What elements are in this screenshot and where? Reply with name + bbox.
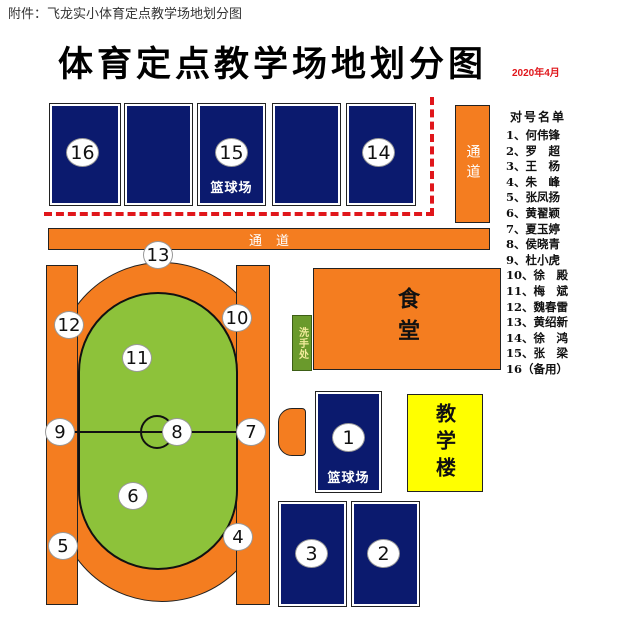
basketball-court-unnumbered-b xyxy=(273,104,340,205)
roster-item: 3、王 杨 xyxy=(506,159,561,174)
roster-list: 1、何伟锋 2、罗 超 3、王 杨 4、朱 峰 5、张凤扬 6、黄翟颖 7、夏玉… xyxy=(506,128,616,378)
spot-badge-7: 7 xyxy=(236,418,266,446)
court-1-label: 篮球场 xyxy=(327,471,370,486)
roster-item: 9、杜小虎 xyxy=(506,252,561,267)
spot-badge-2: 2 xyxy=(367,539,400,568)
roster-item: 7、夏玉婷 xyxy=(506,221,561,236)
roster-item: 4、朱 峰 xyxy=(506,174,561,189)
teaching-building-label: 教学楼 xyxy=(432,402,457,484)
roster-item: 10、徐 殿 xyxy=(506,268,569,283)
roster-item: 15、张 梁 xyxy=(506,346,569,361)
map-title: 体育定点教学场地划分图 xyxy=(58,44,488,85)
basketball-court-unnumbered-a xyxy=(125,104,192,205)
handwash-label: 洗手处 xyxy=(296,326,308,360)
spot-badge-16: 16 xyxy=(66,138,99,167)
spot-badge-4: 4 xyxy=(223,523,253,551)
roster-item: 8、侯晓青 xyxy=(506,237,561,252)
spot-badge-12: 12 xyxy=(54,311,84,339)
roster-panel: 对号名单 1、何伟锋 2、罗 超 3、王 杨 4、朱 峰 5、张凤扬 6、黄翟颖… xyxy=(506,106,616,378)
spot-badge-15: 15 xyxy=(215,138,248,167)
spot-badge-1: 1 xyxy=(332,423,365,452)
canteen-label: 食堂 xyxy=(394,287,420,351)
roster-item: 6、黄翟颖 xyxy=(506,205,561,220)
spot-badge-9: 9 xyxy=(45,418,75,446)
spot-badge-5: 5 xyxy=(48,532,78,560)
roster-item: 5、张凤扬 xyxy=(506,190,561,205)
roster-item: 16（备用） xyxy=(506,361,569,376)
basketball-court-3 xyxy=(279,502,346,606)
roster-item: 14、徐 鸿 xyxy=(506,330,569,345)
basketball-area-dashed-boundary xyxy=(44,97,434,216)
teaching-building: 教学楼 xyxy=(407,394,483,492)
spot-badge-8: 8 xyxy=(162,418,192,446)
spot-badge-10: 10 xyxy=(222,304,252,332)
spot-badge-11: 11 xyxy=(122,344,152,372)
handwash-area: 洗手处 xyxy=(292,315,312,371)
basketball-court-14 xyxy=(347,104,415,205)
attachment-caption: 附件：飞龙实小体育定点教学场地划分图 xyxy=(8,6,243,21)
vertical-passage: 通道 xyxy=(455,105,490,223)
spot-badge-6: 6 xyxy=(118,482,148,510)
spot-badge-3: 3 xyxy=(295,539,328,568)
roster-item: 1、何伟锋 xyxy=(506,128,561,142)
basketball-court-1 xyxy=(316,392,381,492)
spot-badge-14: 14 xyxy=(362,138,395,167)
roster-heading: 对号名单 xyxy=(510,110,567,124)
horizontal-passage: 通道 xyxy=(48,228,490,250)
date-label: 2020年4月 xyxy=(512,68,560,79)
canteen: 食堂 xyxy=(313,268,501,370)
roster-item: 13、黄绍新 xyxy=(506,315,569,330)
roster-item: 11、梅 斌 xyxy=(506,283,569,298)
horizontal-passage-label: 通道 xyxy=(248,233,303,249)
roster-item: 12、魏春雷 xyxy=(506,299,569,314)
spot-badge-13: 13 xyxy=(143,241,173,269)
small-orange-block xyxy=(278,408,306,456)
roster-item: 2、罗 超 xyxy=(506,143,561,158)
vertical-passage-label: 通道 xyxy=(464,144,481,184)
court-15-label: 篮球场 xyxy=(210,181,253,196)
